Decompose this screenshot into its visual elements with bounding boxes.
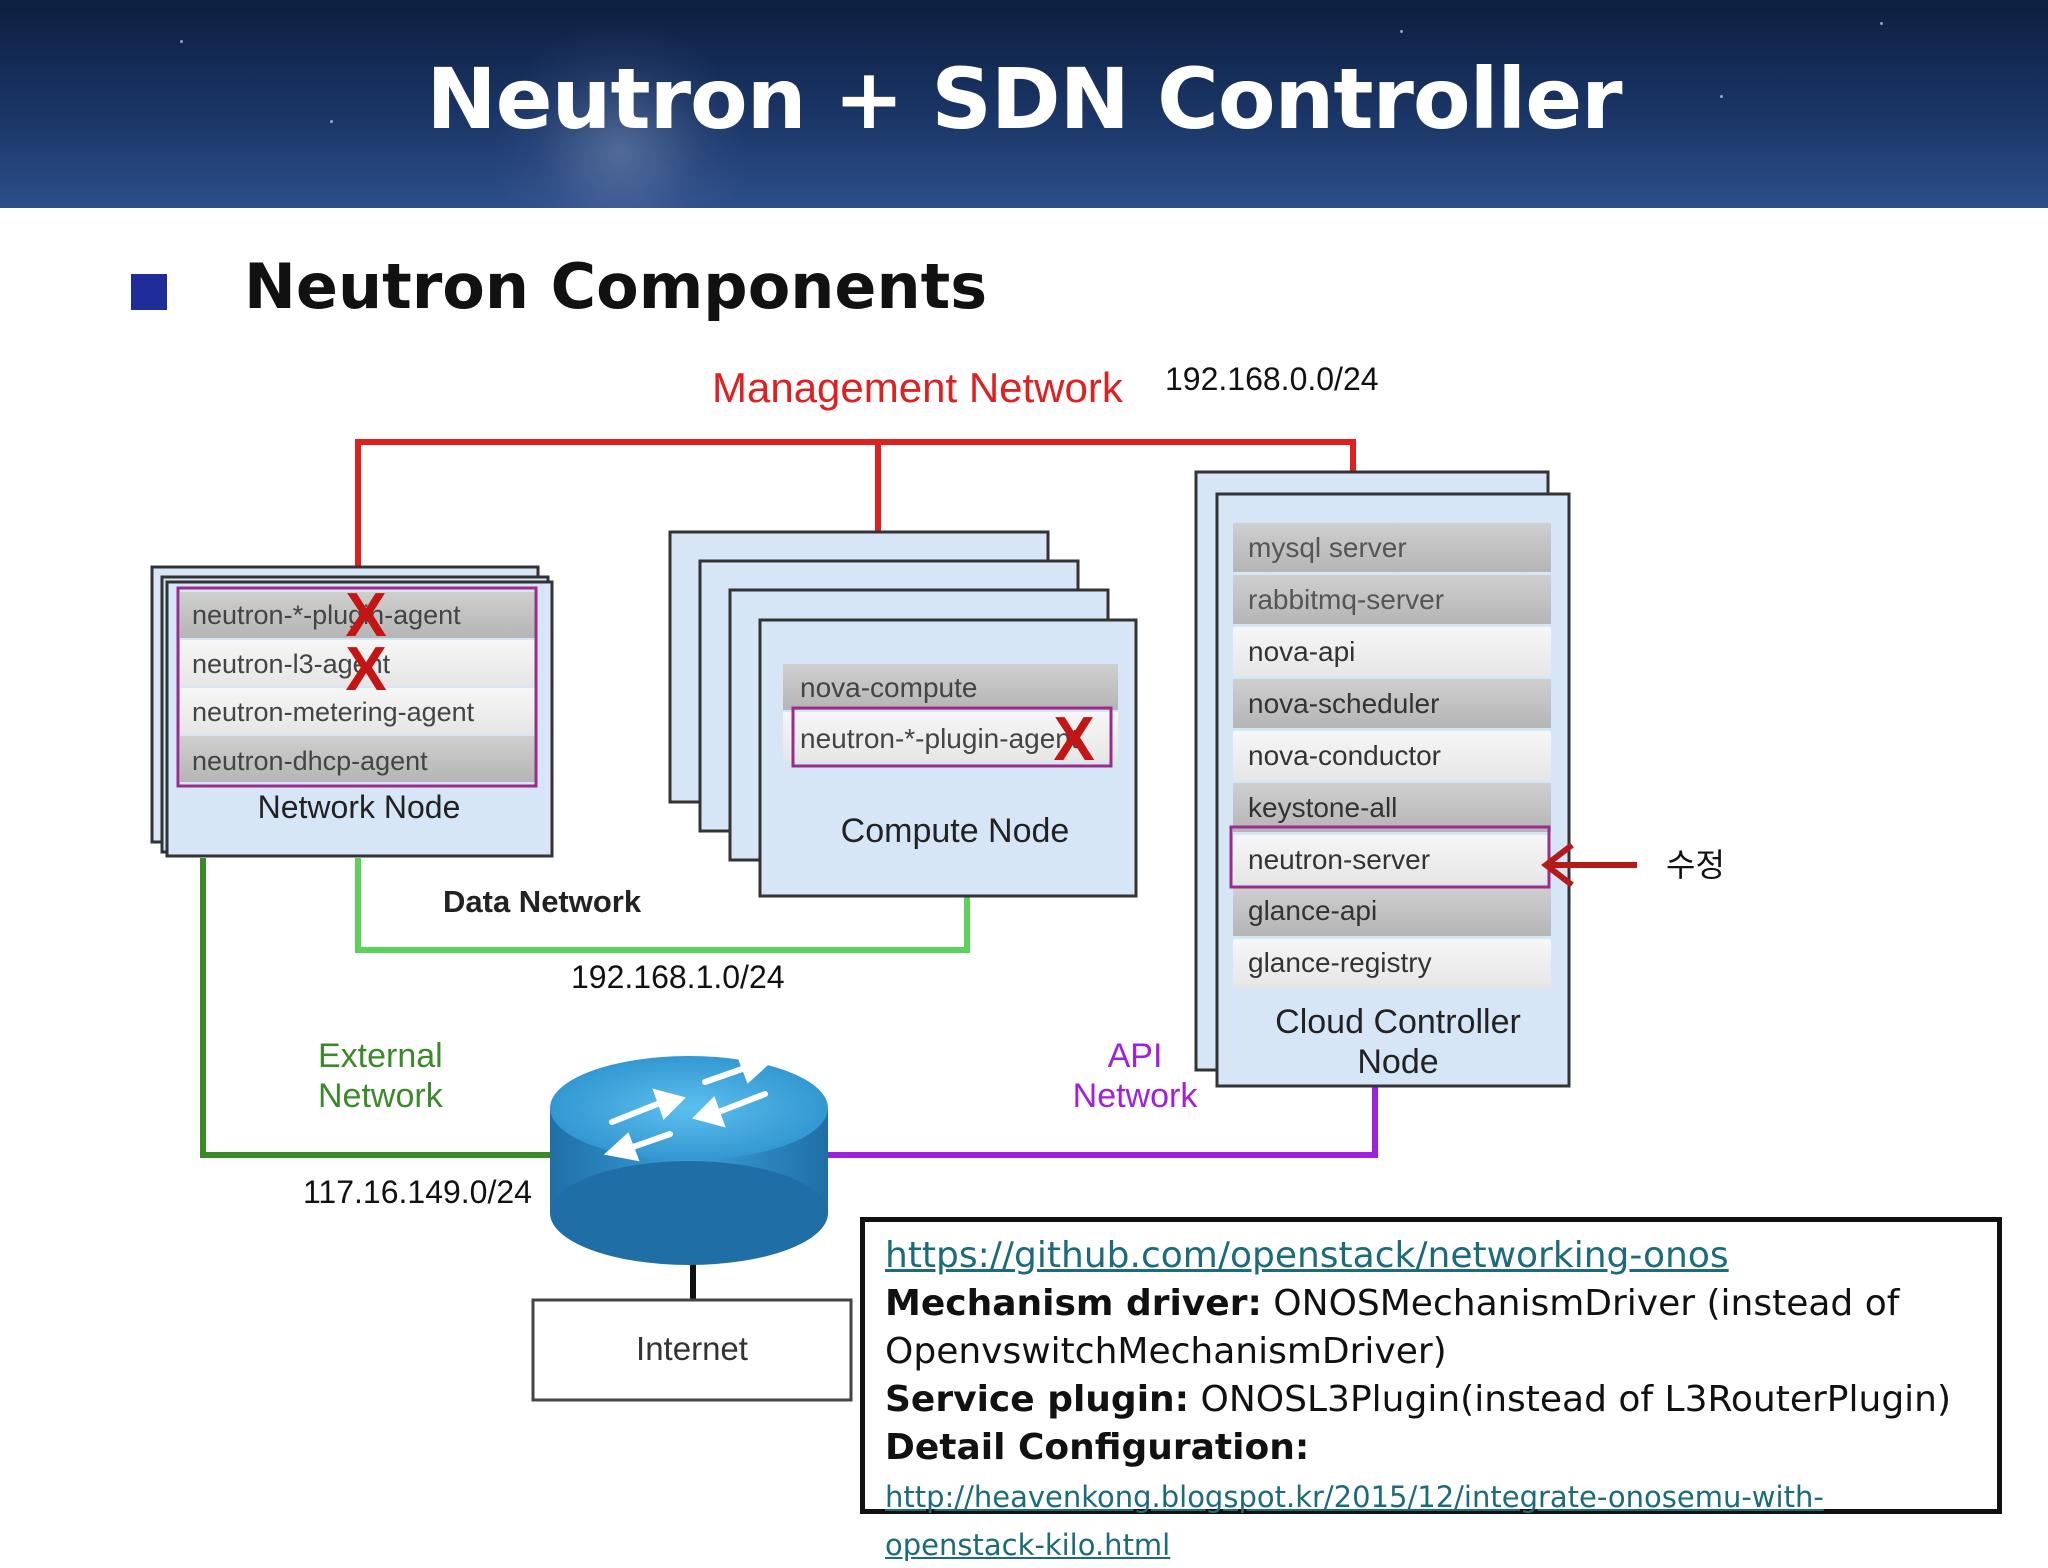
service-label: neutron-l3-agent bbox=[192, 649, 391, 679]
highlight-frame bbox=[176, 586, 538, 788]
service-row bbox=[1233, 523, 1551, 572]
service-value: ONOSL3Plugin(instead of L3RouterPlugin) bbox=[1200, 1379, 1952, 1420]
star bbox=[1720, 95, 1723, 98]
node-title: Cloud Controller bbox=[1275, 1003, 1521, 1041]
service-row bbox=[1233, 783, 1551, 832]
service-label: nova-compute bbox=[800, 672, 977, 703]
api-network-label: Network bbox=[1073, 1077, 1199, 1115]
neutron-architecture-diagram: neutron-*-plugin-agent neutron-l3-agent … bbox=[150, 361, 1725, 1402]
compute-node: nova-compute neutron-*-plugin-agent Comp… bbox=[668, 530, 1138, 898]
external-network-label: External bbox=[318, 1037, 443, 1075]
service-row bbox=[1233, 679, 1551, 728]
service-label: glance-api bbox=[1248, 895, 1377, 926]
highlight-frame bbox=[1229, 825, 1551, 889]
service-row bbox=[1233, 835, 1551, 884]
router-icon bbox=[550, 1054, 828, 1265]
bullet-square-icon bbox=[131, 274, 167, 310]
section-title: Neutron Components bbox=[244, 250, 988, 323]
detail-configuration-link[interactable]: http://heavenkong.blogspot.kr/2015/12/in… bbox=[885, 1480, 1824, 1562]
service-row bbox=[180, 688, 536, 734]
networking-onos-link[interactable]: https://github.com/openstack/networking-… bbox=[885, 1235, 1729, 1276]
star bbox=[180, 40, 183, 43]
removed-mark: X bbox=[1053, 705, 1094, 774]
service-label: neutron-*-plugin-agent bbox=[192, 600, 461, 630]
data-subnet: 192.168.1.0/24 bbox=[571, 959, 785, 995]
external-network-label: Network bbox=[318, 1077, 444, 1115]
modified-callout: 수정 bbox=[1541, 842, 1725, 888]
slide-title: Neutron + SDN Controller bbox=[426, 50, 1622, 148]
api-network-line bbox=[822, 1086, 1378, 1158]
service-label: nova-scheduler bbox=[1248, 688, 1439, 719]
service-label: nova-conductor bbox=[1248, 740, 1441, 771]
detail-label: Detail Configuration: bbox=[885, 1427, 1310, 1468]
cloud-controller-node: mysql server rabbitmq-server nova-api no… bbox=[1194, 470, 1571, 1088]
service-label: neutron-dhcp-agent bbox=[192, 746, 428, 776]
service-label: keystone-all bbox=[1248, 792, 1397, 823]
service-label: nova-api bbox=[1248, 636, 1355, 667]
service-row bbox=[180, 736, 536, 782]
title-banner: Neutron + SDN Controller bbox=[0, 0, 2048, 208]
service-row bbox=[783, 712, 1118, 762]
management-subnet: 192.168.0.0/24 bbox=[1165, 361, 1379, 397]
star bbox=[1400, 30, 1403, 33]
modified-note: 수정 bbox=[1666, 847, 1725, 883]
detail-line: Detail Configuration: http://heavenkong.… bbox=[885, 1424, 1977, 1568]
service-label: Service plugin: bbox=[885, 1379, 1190, 1420]
data-network-line bbox=[355, 858, 970, 953]
highlight-frame bbox=[791, 706, 1113, 768]
api-network-label: API bbox=[1108, 1037, 1163, 1075]
service-label: rabbitmq-server bbox=[1248, 584, 1444, 615]
service-label: neutron-metering-agent bbox=[192, 697, 475, 727]
node-title: Network Node bbox=[258, 789, 461, 825]
service-plugin-line: Service plugin: ONOSL3Plugin(instead of … bbox=[885, 1376, 1977, 1424]
service-label: glance-registry bbox=[1248, 947, 1432, 978]
arrow-left-icon bbox=[1541, 842, 1574, 888]
star bbox=[1880, 22, 1883, 25]
info-box: https://github.com/openstack/networking-… bbox=[860, 1217, 2002, 1562]
service-row bbox=[1233, 887, 1551, 936]
internet-box: Internet bbox=[531, 1298, 853, 1402]
mechanism-value: ONOSMechanismDriver (instead of Openvswi… bbox=[885, 1283, 1900, 1372]
mechanism-label: Mechanism driver: bbox=[885, 1283, 1262, 1324]
service-row bbox=[1233, 627, 1551, 676]
data-network-label: Data Network bbox=[443, 884, 642, 919]
removed-mark: X bbox=[345, 581, 386, 650]
service-label: mysql server bbox=[1248, 532, 1407, 563]
management-network-lines bbox=[355, 439, 1356, 590]
node-title: Compute Node bbox=[841, 812, 1070, 850]
star bbox=[330, 120, 333, 123]
service-label: neutron-*-plugin-agent bbox=[800, 723, 1079, 754]
management-network-label: Management Network bbox=[712, 364, 1124, 411]
network-node: neutron-*-plugin-agent neutron-l3-agent … bbox=[150, 565, 554, 858]
service-row bbox=[180, 592, 536, 638]
service-row bbox=[1233, 731, 1551, 780]
external-network-line bbox=[200, 858, 560, 1158]
management-line bbox=[355, 439, 1356, 590]
service-label: neutron-server bbox=[1248, 844, 1430, 875]
service-row bbox=[783, 664, 1118, 710]
node-title: Node bbox=[1357, 1043, 1438, 1081]
internet-label: Internet bbox=[636, 1330, 748, 1367]
service-row bbox=[1233, 575, 1551, 624]
mechanism-driver-line: Mechanism driver: ONOSMechanismDriver (i… bbox=[885, 1280, 1977, 1376]
external-subnet: 117.16.149.0/24 bbox=[303, 1174, 532, 1210]
removed-mark: X bbox=[345, 635, 386, 704]
service-row bbox=[180, 640, 536, 686]
service-row bbox=[1233, 939, 1551, 988]
